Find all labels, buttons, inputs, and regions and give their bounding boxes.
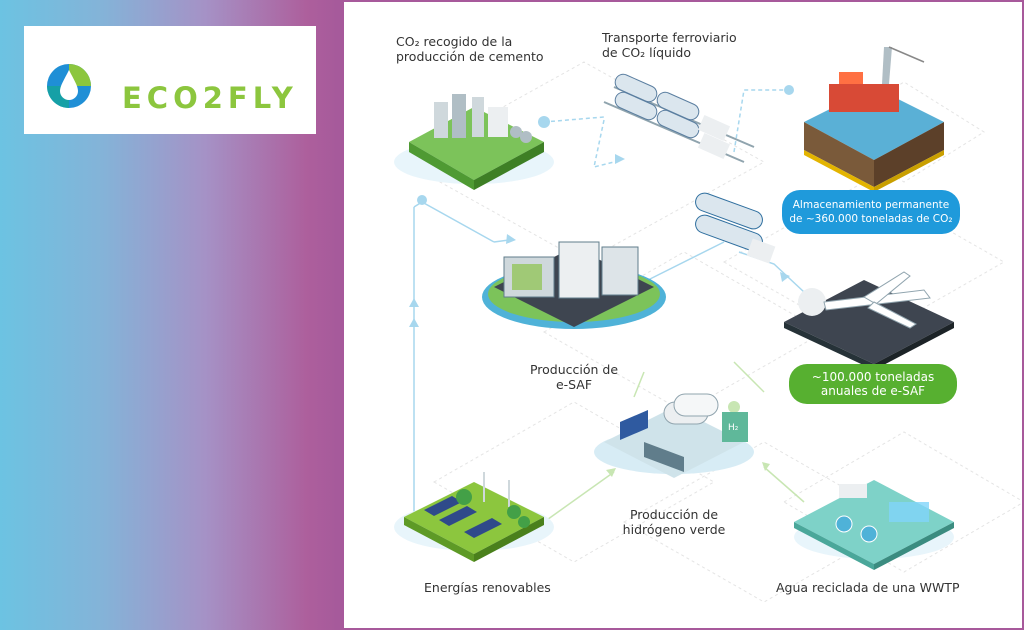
cement-plant-illustration	[394, 94, 554, 190]
process-diagram: H₂	[394, 46, 1022, 603]
label-co2-cement: CO₂ recogido de la producción de cemento	[396, 34, 544, 64]
energy-flow-arrows	[606, 401, 770, 477]
tanker-truck-illustration	[695, 192, 776, 264]
label-renewables: Energías renovables	[424, 580, 551, 595]
flow-arrows	[409, 154, 790, 327]
logo-wordmark: ECO2FLY	[122, 81, 298, 115]
esaf-plant-illustration	[482, 241, 666, 329]
droplet-logo-icon	[47, 64, 91, 108]
renewables-illustration	[394, 472, 554, 562]
eco2fly-logo: ECO2FLY	[24, 26, 316, 134]
energy-flow-lines	[543, 361, 805, 523]
offshore-storage-illustration	[804, 46, 944, 192]
co2-train-illustration	[603, 73, 755, 163]
storage-callout: Almacenamiento permanente de ~360.000 to…	[782, 190, 960, 234]
label-rail-transport: Transporte ferroviario de CO₂ líquido	[602, 30, 737, 60]
esaf-output-callout: ~100.000 toneladas anuales de e-SAF	[789, 364, 957, 404]
h2-tank-marking: H₂	[728, 423, 739, 433]
label-esaf-production: Producción de e-SAF	[529, 362, 619, 392]
hydrogen-plant-illustration: H₂	[594, 393, 754, 478]
airport-illustration	[784, 271, 954, 370]
wwtp-illustration	[794, 480, 954, 570]
label-wwtp-water: Agua reciclada de una WWTP	[776, 580, 960, 595]
diagram-panel: H₂	[342, 0, 1024, 630]
label-h2-production: Producción de hidrógeno verde	[622, 507, 726, 537]
